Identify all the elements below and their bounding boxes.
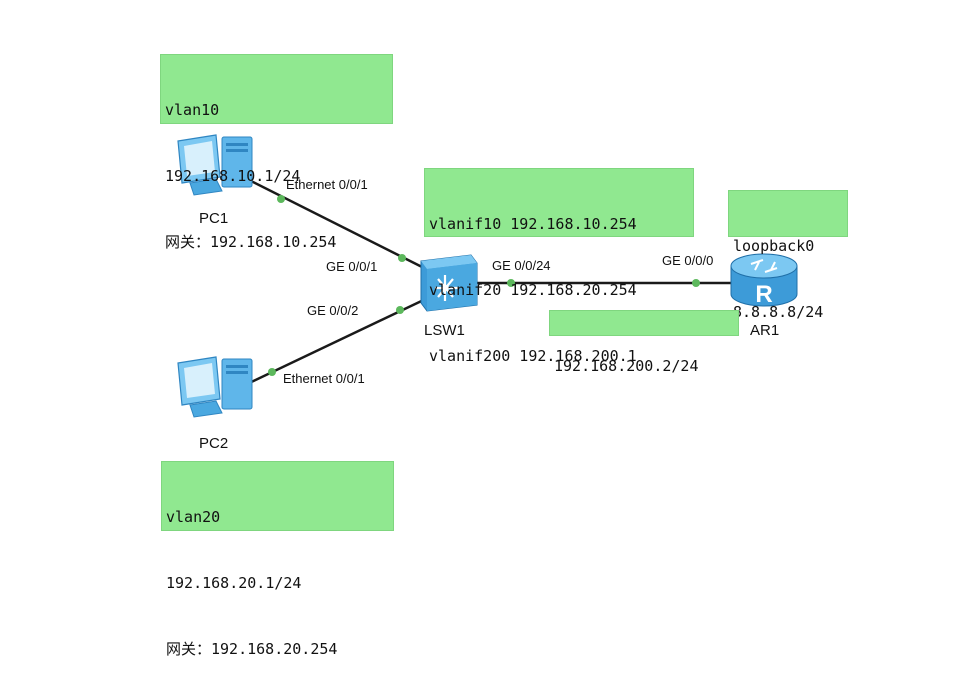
port-dot-lsw1-ge2 — [396, 306, 404, 314]
note-pc1: vlan10 192.168.10.1/24 网关：192.168.10.254 — [160, 54, 393, 251]
port-dot-ar1-ge0 — [692, 279, 700, 287]
port-label-lsw1-ge2: GE 0/0/2 — [307, 303, 359, 318]
note-line: vlanif10 192.168.10.254 — [429, 215, 637, 233]
note-line: vlanif20 192.168.20.254 — [429, 281, 637, 299]
pc-icon[interactable] — [177, 356, 253, 418]
device-name-ar1: AR1 — [750, 322, 780, 339]
port-dot-pc2 — [268, 368, 276, 376]
svg-text:R: R — [755, 281, 772, 308]
note-ar1-loopback: loopback0 8.8.8.8/24 — [728, 190, 848, 321]
note-ar1-link: 192.168.200.2/24 — [549, 310, 739, 375]
pc-icon[interactable] — [177, 134, 253, 196]
note-line: 网关：192.168.10.254 — [165, 233, 337, 251]
note-line: loopback0 — [733, 237, 815, 255]
port-label-lsw1-ge24: GE 0/0/24 — [492, 258, 551, 273]
port-dot-pc1 — [277, 195, 285, 203]
note-line: vlan10 — [165, 101, 220, 119]
note-line: vlan20 — [166, 508, 221, 526]
port-dot-lsw1-ge1 — [398, 254, 406, 262]
router-icon[interactable]: R — [730, 253, 798, 308]
note-lsw1: vlanif10 192.168.10.254 vlanif20 192.168… — [424, 168, 694, 365]
note-line: 网关：192.168.20.254 — [166, 640, 338, 658]
device-name-pc2: PC2 — [199, 435, 229, 452]
note-line: 192.168.20.1/24 — [166, 574, 302, 592]
topology-canvas: R — [177, 134, 798, 418]
port-label-ar1-ge0: GE 0/0/0 — [662, 253, 714, 268]
device-name-lsw1: LSW1 — [424, 322, 465, 339]
device-name-pc1: PC1 — [199, 210, 229, 227]
port-label-pc2-eth: Ethernet 0/0/1 — [283, 371, 365, 386]
port-label-lsw1-ge1: GE 0/0/1 — [326, 259, 378, 274]
port-label-pc1-eth: Ethernet 0/0/1 — [286, 177, 368, 192]
note-line: 8.8.8.8/24 — [733, 303, 824, 321]
note-line: 192.168.200.2/24 — [554, 357, 699, 375]
note-line: 192.168.10.1/24 — [165, 167, 301, 185]
note-line: vlanif200 192.168.200.1 — [429, 347, 637, 365]
switch-icon[interactable] — [420, 254, 478, 312]
port-dot-lsw1-ge24 — [507, 279, 515, 287]
note-pc2: vlan20 192.168.20.1/24 网关：192.168.20.254 — [161, 461, 394, 658]
